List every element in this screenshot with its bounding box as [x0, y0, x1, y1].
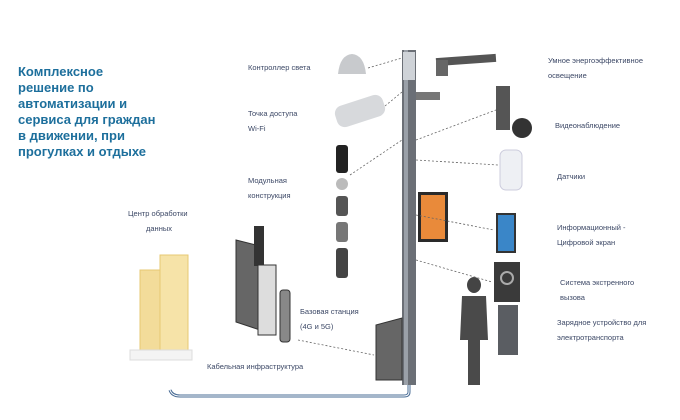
- label-screen-2: Цифровой экран: [557, 238, 616, 247]
- person-figure: [467, 277, 481, 293]
- label-lighting: Умное энергоэффективное: [548, 56, 644, 65]
- label-modular: Модульная: [248, 176, 287, 185]
- video-camera-icon: [496, 86, 510, 130]
- label-wifi: Точка доступа: [248, 109, 298, 118]
- base-station-cabinet: [375, 317, 403, 381]
- cable-infrastructure-line: [168, 385, 411, 398]
- modular-part: [336, 196, 348, 216]
- label-screen: Информационный -: [557, 223, 626, 232]
- charger-icon: [498, 305, 518, 355]
- label-datacenter-2: данных: [146, 224, 172, 233]
- label-wifi-2: Wi-Fi: [248, 124, 266, 133]
- lamp-arm: [416, 92, 440, 100]
- smart-light-icon: [435, 53, 497, 67]
- label-light-controller: Контроллер света: [248, 63, 311, 72]
- modular-part: [336, 178, 348, 190]
- label-video: Видеонаблюдение: [555, 121, 621, 130]
- modular-part: [336, 248, 348, 278]
- label-emergency-2: вызова: [560, 293, 585, 302]
- sensor-icon: [499, 149, 523, 191]
- modular-part: [336, 145, 348, 173]
- label-emergency: Система экстренного: [560, 278, 635, 287]
- label-datacenter: Центр обработки: [128, 209, 188, 218]
- light-controller-icon: [338, 54, 366, 74]
- label-base-station: Базовая станция: [300, 307, 359, 316]
- label-modular-2: конструкция: [248, 191, 291, 200]
- label-charger-2: электротранспорта: [557, 333, 624, 342]
- wifi-access-point-icon: [334, 94, 386, 128]
- label-lighting-2: освещение: [548, 71, 587, 80]
- modular-part: [336, 222, 348, 242]
- emergency-call-icon: [494, 262, 520, 302]
- label-sensors: Датчики: [557, 172, 586, 181]
- label-base-station-2: (4G и 5G): [300, 322, 334, 331]
- page-title: Комплексное решение по автоматизации и с…: [18, 64, 156, 159]
- label-charger: Зарядное устройство для: [557, 318, 647, 327]
- data-center-building-icon: [129, 254, 193, 361]
- dashed-connectors: [297, 57, 499, 356]
- label-cable: Кабельная инфраструктура: [207, 362, 304, 371]
- pole-top-light: [403, 52, 415, 80]
